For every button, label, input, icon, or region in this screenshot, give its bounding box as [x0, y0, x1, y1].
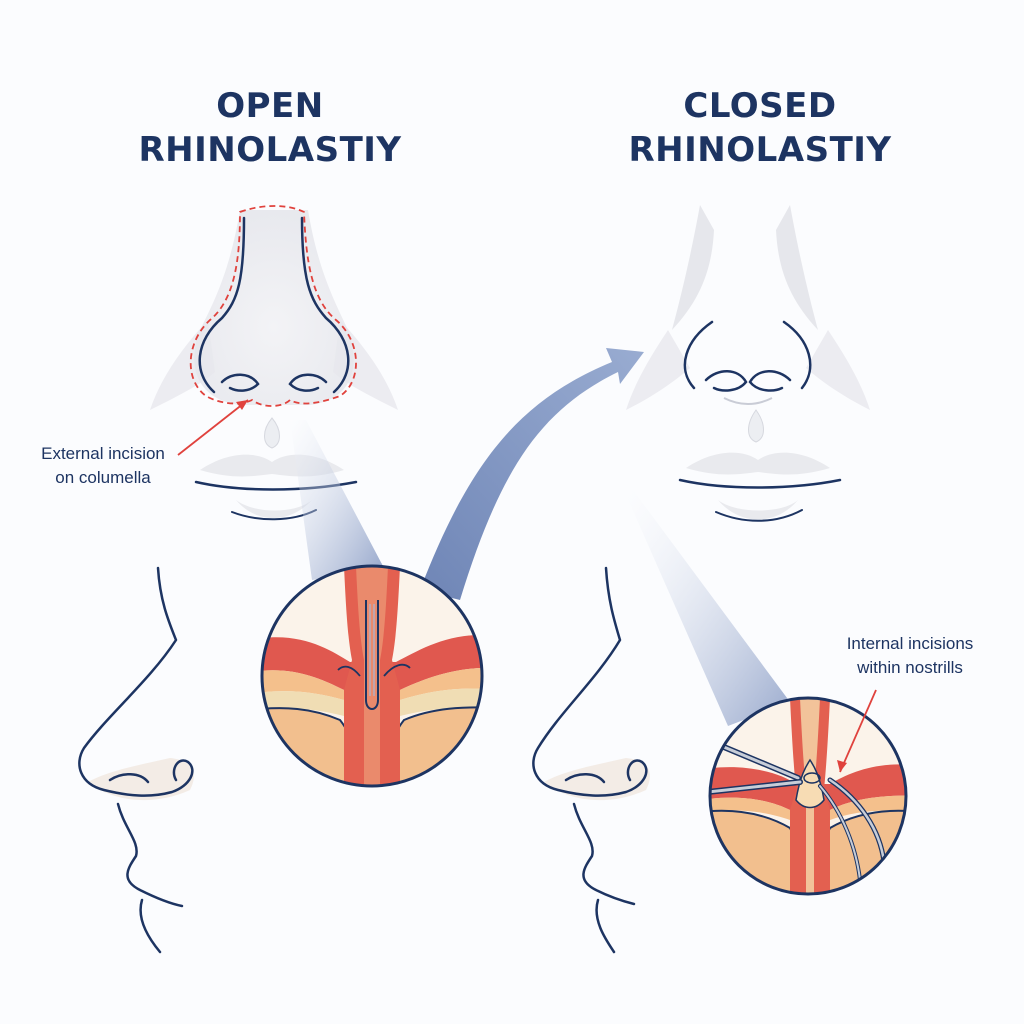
open-profile-outline [78, 566, 194, 954]
closed-cheek-right [806, 330, 870, 410]
open-profile-nostril-shade [88, 758, 194, 801]
closed-lower-lip [718, 500, 798, 520]
internal-incision-callout: Internal incisions within nostrills [820, 632, 1000, 680]
closed-magnified-detail [708, 696, 908, 896]
closed-upper-lip [686, 452, 830, 475]
internal-callout-line2: within nostrills [857, 658, 963, 677]
open-incision-outline [189, 205, 357, 407]
closed-chin-line [715, 509, 803, 522]
external-callout-line1: External incision [41, 444, 165, 463]
closed-nose-outline [683, 320, 812, 390]
closed-title-line2: RHINOLASTIY [628, 130, 892, 170]
open-title-line2: RHINOLASTIY [138, 130, 402, 170]
closed-nostril-left [704, 370, 748, 392]
closed-profile-nostril [564, 773, 606, 784]
open-nostril-right [288, 373, 328, 392]
closed-frontal-nose [626, 205, 870, 522]
open-zoom-beam [290, 420, 384, 580]
external-incision-callout: External incision on columella [14, 442, 192, 490]
closed-nose-base [723, 397, 773, 405]
open-title-line1: OPEN [216, 86, 324, 126]
open-nose-shade [194, 210, 354, 405]
closed-cheek-left [626, 330, 690, 410]
closed-callout-pointer [837, 689, 877, 773]
open-nostril-left [220, 373, 260, 392]
closed-philtrum [748, 409, 764, 443]
closed-brow-right [776, 205, 818, 330]
closed-nostril-right [748, 370, 792, 392]
closed-rhinoplasty-title: CLOSED RHINOLASTIY [610, 84, 910, 172]
closed-profile-outline [532, 566, 648, 954]
closed-lip-line [678, 478, 842, 489]
open-rhinoplasty-title: OPEN RHINOLASTIY [120, 84, 420, 172]
open-philtrum [264, 417, 280, 449]
external-callout-line2: on columella [55, 468, 151, 487]
open-magnified-detail [260, 564, 484, 788]
closed-title-line1: CLOSED [683, 86, 837, 126]
transition-arrow [420, 348, 644, 600]
open-lower-lip [236, 500, 312, 518]
internal-callout-line1: Internal incisions [846, 634, 974, 653]
open-profile-nostril [108, 773, 150, 784]
closed-profile-face [532, 566, 650, 954]
open-frontal-nose [150, 205, 398, 521]
open-nose-outline [198, 216, 350, 394]
closed-profile-nostril-shade [544, 758, 650, 801]
closed-zoom-beam [622, 486, 790, 726]
closed-brow-left [672, 205, 714, 330]
open-profile-face [78, 566, 194, 954]
open-callout-pointer [177, 399, 249, 456]
